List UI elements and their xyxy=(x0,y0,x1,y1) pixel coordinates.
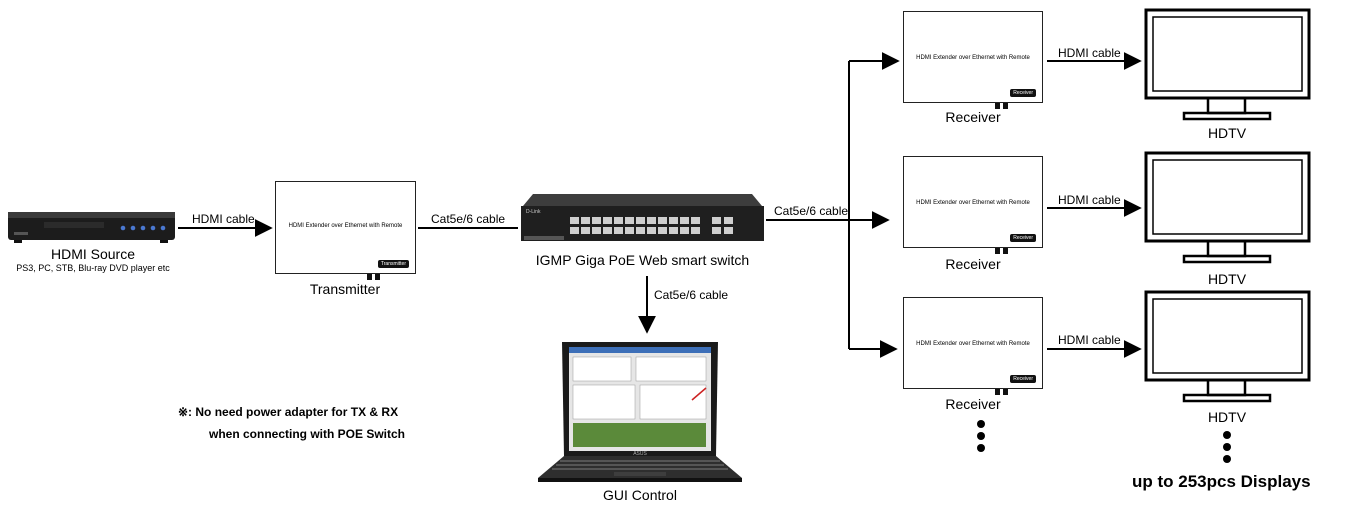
receiver-model-text: HDMI Extender over Ethernet with Remote xyxy=(916,55,1030,61)
receiver-label-1: Receiver xyxy=(945,109,1001,125)
receiver-label-3: Receiver xyxy=(945,396,1001,412)
hdtv-label-1: HDTV xyxy=(1207,125,1247,141)
receiver-tag: Receiver xyxy=(1010,89,1036,97)
gui-cable-label: Cat5e/6 cable xyxy=(654,288,729,302)
transmitter-box: HDMI Extender over Ethernet with Remote … xyxy=(275,181,416,280)
laptop-device: ASUS xyxy=(538,342,742,482)
svg-text:ASUS: ASUS xyxy=(633,451,647,457)
port-jack xyxy=(1003,248,1008,254)
receiver-box-2: HDMI Extender over Ethernet with Remote … xyxy=(903,156,1043,254)
switch-label: IGMP Giga PoE Web smart switch xyxy=(535,252,750,268)
port-jack xyxy=(367,274,372,280)
more-displays-dots xyxy=(1223,431,1231,463)
hdtv-display-1 xyxy=(1144,8,1311,121)
gui-control-label: GUI Control xyxy=(603,487,677,503)
hdmi-source-device xyxy=(8,212,175,243)
svg-text:D-Link: D-Link xyxy=(526,209,541,215)
displays-footer: up to 253pcs Displays xyxy=(1132,472,1311,491)
receiver-tag: Receiver xyxy=(1010,234,1036,242)
more-receivers-dots xyxy=(977,420,985,452)
port-jack xyxy=(995,248,1000,254)
switch-out-cable-label: Cat5e/6 cable xyxy=(774,204,849,218)
hdtv-display-3 xyxy=(1144,290,1311,403)
cat-cable-label: Cat5e/6 cable xyxy=(431,212,506,226)
port-jack xyxy=(1003,103,1008,109)
hdmi-source-subtitle: PS3, PC, STB, Blu-ray DVD player etc xyxy=(16,263,170,273)
receiver-model-text: HDMI Extender over Ethernet with Remote xyxy=(916,200,1030,206)
hdmi-source-title: HDMI Source xyxy=(50,246,136,262)
hdtv-label-2: HDTV xyxy=(1207,271,1247,287)
port-jack xyxy=(375,274,380,280)
poe-switch-device: D-Link xyxy=(521,194,764,241)
hdtv-label-3: HDTV xyxy=(1207,409,1247,425)
receiver-box-3: HDMI Extender over Ethernet with Remote … xyxy=(903,297,1043,395)
transmitter-model-text: HDMI Extender over Ethernet with Remote xyxy=(288,223,403,229)
port-jack xyxy=(995,103,1000,109)
hdmi-out-label-2: HDMI cable xyxy=(1058,193,1121,207)
receiver-box-1: HDMI Extender over Ethernet with Remote … xyxy=(903,11,1043,109)
port-jack xyxy=(995,389,1000,395)
hdtv-display-2 xyxy=(1144,151,1311,264)
poe-note-line2: when connecting with POE Switch xyxy=(209,427,406,441)
hdmi-out-label-1: HDMI cable xyxy=(1058,46,1121,60)
hdmi-cable-label: HDMI cable xyxy=(192,212,255,226)
port-jack xyxy=(1003,389,1008,395)
transmitter-label: Transmitter xyxy=(309,281,381,297)
hdmi-out-label-3: HDMI cable xyxy=(1058,333,1121,347)
transmitter-tag: Transmitter xyxy=(377,260,409,268)
receiver-model-text: HDMI Extender over Ethernet with Remote xyxy=(916,341,1030,347)
receiver-label-2: Receiver xyxy=(945,256,1001,272)
receiver-tag: Receiver xyxy=(1010,375,1036,383)
poe-note-line1: ※: No need power adapter for TX & RX xyxy=(178,405,399,419)
